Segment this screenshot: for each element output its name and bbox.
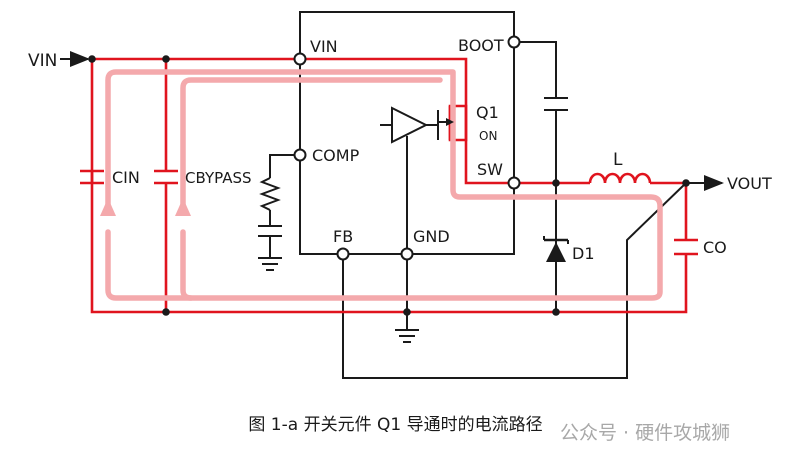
- comp-resistor: [259, 177, 281, 211]
- main-ground-symbol: [395, 329, 419, 343]
- inductor: [588, 172, 652, 184]
- vin-pin-label: VIN: [310, 37, 338, 56]
- boot-pin-label: BOOT: [458, 36, 504, 55]
- cin-label: CIN: [112, 168, 140, 187]
- diode-d1: [543, 236, 569, 262]
- black-wires: [269, 41, 724, 379]
- cin-capacitor: [80, 169, 104, 185]
- fb-pin-label: FB: [333, 227, 353, 246]
- watermark: 公众号 · 硬件攻城狮: [560, 422, 731, 444]
- sw-pin-label: SW: [477, 160, 503, 179]
- comp-capacitor: [258, 225, 282, 237]
- junction-dots: [88, 55, 690, 316]
- gnd-pin-label: GND: [413, 227, 450, 246]
- comp-pin-label: COMP: [312, 146, 360, 165]
- vin-input-label: VIN: [28, 51, 57, 71]
- buck-converter-diagram: VIN VIN BOOT Q1 ON COMP SW L VOUT CIN CB…: [28, 11, 772, 379]
- co-capacitor: [674, 238, 698, 256]
- comp-ground-symbol: [258, 257, 282, 271]
- inductor-label: L: [613, 150, 623, 170]
- current-loops: [100, 69, 663, 301]
- mosfet-q1: [438, 118, 454, 126]
- cbypass-capacitor: [154, 169, 178, 185]
- q1-state-label: ON: [479, 129, 497, 143]
- red-current-path: [90, 57, 688, 314]
- gate-driver: [380, 106, 439, 144]
- vout-label: VOUT: [727, 174, 772, 193]
- cbypass-label: CBYPASS: [185, 169, 252, 187]
- q1-label: Q1: [476, 103, 499, 122]
- d1-label: D1: [572, 244, 595, 263]
- co-label: CO: [703, 238, 727, 257]
- boot-capacitor: [544, 97, 568, 111]
- ic-pins: [293, 35, 521, 261]
- figure-caption: 图 1-a 开关元件 Q1 导通时的电流路径: [248, 415, 543, 435]
